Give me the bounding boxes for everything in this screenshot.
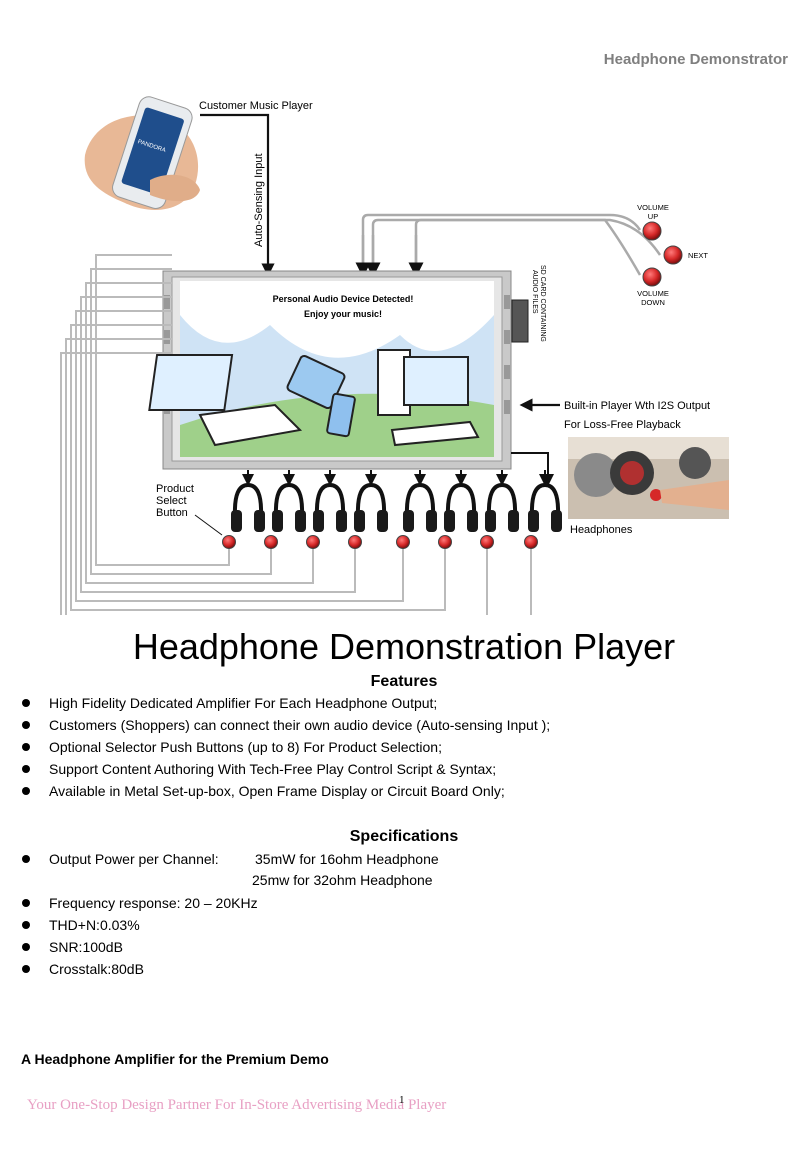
features-list: High Fidelity Dedicated Amplifier For Ea… [0, 692, 550, 802]
button-wire [70, 324, 446, 611]
headphone-icon [354, 482, 388, 532]
product-select-button [264, 535, 278, 549]
volume-up-label-1: VOLUME [637, 203, 669, 212]
headphone-icon [403, 482, 437, 532]
tagline: A Headphone Amplifier for the Premium De… [21, 1051, 329, 1067]
button-wire [65, 338, 488, 615]
product-select-button [348, 535, 362, 549]
spec-item: Crosstalk:80dB [0, 958, 258, 980]
builtin-player-label: Built-in Player Wth I2S Output [564, 400, 710, 412]
product-select-button [438, 535, 452, 549]
lossfree-label: For Loss-Free Playback [564, 419, 681, 431]
specs-list: Output Power per Channel: 35mW for 16ohm… [0, 848, 808, 870]
headphone-icon [231, 482, 265, 532]
volume-up-label-2: UP [648, 212, 658, 221]
control-buttons: VOLUME UP NEXT VOLUME DOWN [637, 203, 708, 307]
spec-item: THD+N:0.03% [0, 914, 258, 936]
volume-down-label-2: DOWN [641, 298, 665, 307]
spec-item: Frequency response: 20 – 20KHz [0, 892, 258, 914]
sd-card-label-1: SD CARD CONTAINING [539, 265, 546, 342]
headphone-icon [485, 482, 519, 532]
demo-photo [568, 437, 729, 519]
main-title: Headphone Demonstration Player [132, 626, 676, 667]
spec-power-value-1: 35mW for 16ohm Headphone [255, 851, 439, 867]
product-select-label-3: Button [156, 507, 188, 519]
next-label: NEXT [688, 251, 708, 260]
spec-power-value-2: 25mw for 32ohm Headphone [252, 872, 433, 888]
screen-message-2: Enjoy your music! [304, 309, 382, 319]
headphone-icon [528, 482, 562, 532]
feature-item: Support Content Authoring With Tech-Free… [0, 758, 550, 780]
volume-down-button [642, 267, 662, 287]
product-select-button [524, 535, 538, 549]
output-arrow [511, 452, 554, 486]
spec-item-power: Output Power per Channel: 35mW for 16ohm… [0, 848, 808, 870]
product-select-label-1: Product [156, 483, 194, 495]
header-title: Headphone Demonstrator [603, 51, 788, 68]
button-wire [80, 296, 356, 593]
specs-list-rest: Frequency response: 20 – 20KHz THD+N:0.0… [0, 892, 258, 980]
button-wire [85, 282, 314, 584]
product-select-button [396, 535, 410, 549]
feature-item: High Fidelity Dedicated Amplifier For Ea… [0, 692, 550, 714]
system-diagram: PANDORA Customer Music Player Auto-Sensi… [60, 96, 729, 615]
headphone-icon [444, 482, 478, 532]
sd-card-label-2: AUDIO FILES [531, 270, 538, 314]
next-button [663, 245, 683, 265]
specs-title: Specifications [349, 828, 459, 845]
volume-down-label-1: VOLUME [637, 289, 669, 298]
headphone-icon [272, 482, 306, 532]
footer-text: Your One-Stop Design Partner For In-Stor… [27, 1097, 447, 1113]
features-title: Features [370, 673, 438, 690]
feature-item: Customers (Shoppers) can connect their o… [0, 714, 550, 736]
customer-player-label: Customer Music Player [199, 100, 313, 112]
hand-phone-illustration: PANDORA [84, 96, 200, 210]
product-select-button [306, 535, 320, 549]
product-select-button [480, 535, 494, 549]
button-wire [95, 254, 230, 566]
spec-item: SNR:100dB [0, 936, 258, 958]
page-number: 1 [399, 1094, 405, 1106]
button-wire [60, 352, 532, 615]
display-panel: Personal Audio Device Detected! Enjoy yo… [148, 270, 512, 470]
volume-up-button [642, 221, 662, 241]
feature-item: Optional Selector Push Buttons (up to 8)… [0, 736, 550, 758]
auto-sensing-label: Auto-Sensing Input [253, 153, 265, 247]
screen-message-1: Personal Audio Device Detected! [273, 294, 414, 304]
feature-item: Available in Metal Set-up-box, Open Fram… [0, 780, 550, 802]
headphones-label: Headphones [570, 524, 633, 536]
sd-card-icon [511, 299, 529, 343]
product-select-label-2: Select [156, 495, 187, 507]
spec-power-label: Output Power per Channel: [49, 851, 219, 867]
button-wire [90, 268, 272, 575]
button-wire [75, 310, 404, 602]
headphone-icon [313, 482, 347, 532]
product-select-button [222, 535, 236, 549]
